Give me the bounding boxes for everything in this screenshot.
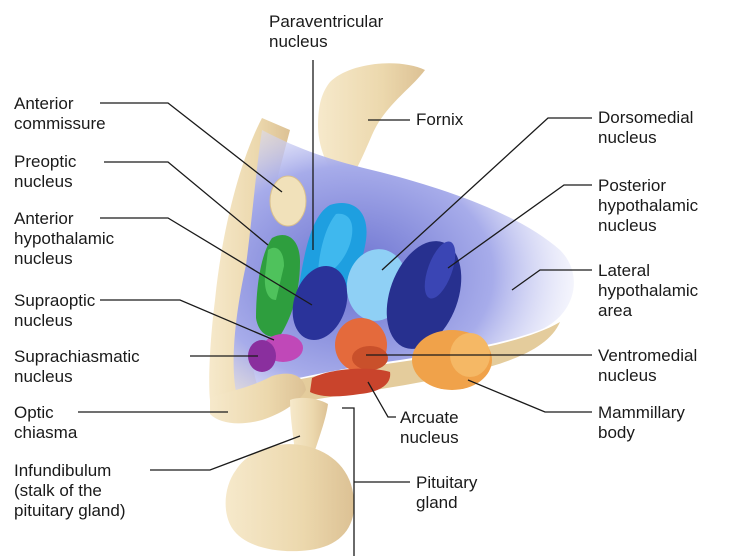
label-dorsomedial-nucleus: Dorsomedial nucleus [598, 108, 693, 148]
label-mammillary-body: Mammillary body [598, 403, 685, 443]
label-lateral-hypothalamic-area: Lateral hypothalamic area [598, 261, 698, 321]
label-preoptic-nucleus: Preoptic nucleus [14, 152, 76, 192]
label-paraventricular-nucleus: Paraventricular nucleus [269, 12, 383, 52]
label-supraoptic-nucleus: Supraoptic nucleus [14, 291, 95, 331]
anterior-commissure [270, 176, 306, 226]
label-arcuate-nucleus: Arcuate nucleus [400, 408, 459, 448]
label-fornix: Fornix [416, 110, 463, 130]
label-optic-chiasma: Optic chiasma [14, 403, 77, 443]
ventromedial-shadow [352, 346, 388, 370]
label-pituitary-gland: Pituitary gland [416, 473, 477, 513]
label-posterior-hypothalamic-nucleus: Posterior hypothalamic nucleus [598, 176, 698, 236]
leader-mammillary [468, 380, 592, 412]
label-suprachiasmatic-nucleus: Suprachiasmatic nucleus [14, 347, 140, 387]
label-anterior-hypothalamic-nucleus: Anterior hypothalamic nucleus [14, 209, 114, 269]
label-anterior-commissure: Anterior commissure [14, 94, 106, 134]
pituitary-gland-shape [226, 444, 355, 551]
label-infundibulum: Infundibulum (stalk of the pituitary gla… [14, 461, 126, 521]
label-ventromedial-nucleus: Ventromedial nucleus [598, 346, 697, 386]
